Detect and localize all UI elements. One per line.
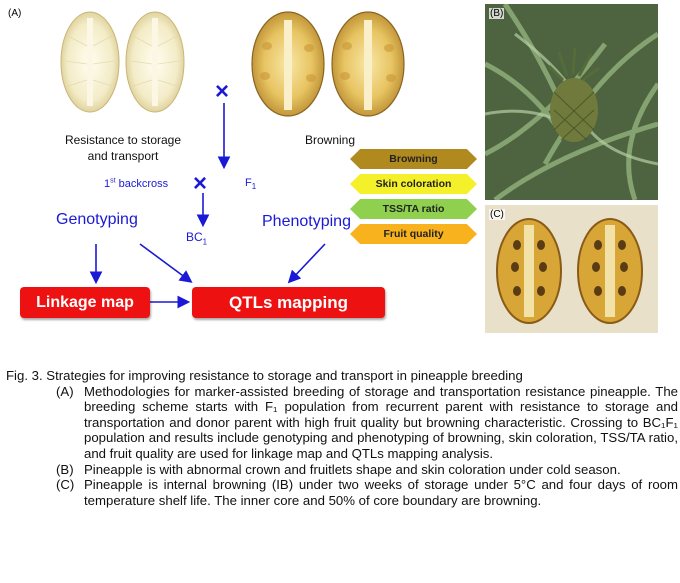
cross-symbol-backcross: ×	[193, 170, 208, 197]
bc1-label: BC1	[186, 230, 208, 247]
trait-fruit-quality: Fruit quality	[350, 224, 477, 244]
panel-b-label: (B)	[489, 8, 505, 19]
panel-a-label: (A)	[8, 8, 22, 19]
f1-label: F1	[245, 177, 257, 192]
cross-symbol-parents: ×	[215, 78, 230, 105]
figure-caption: Fig. 3. Strategies for improving resista…	[4, 368, 678, 508]
caption-text-c: Pineapple is internal browning (IB) unde…	[84, 477, 678, 508]
internal-browning-photo: (C)	[485, 205, 658, 333]
backcross-label: 1st backcross	[104, 177, 168, 190]
caption-key-c: (C)	[56, 477, 75, 493]
trait-skin-coloration: Skin coloration	[350, 174, 477, 194]
caption-item-b: (B) Pineapple is with abnormal crown and…	[4, 462, 678, 478]
phenotyping-label: Phenotyping	[262, 213, 351, 230]
linkage-map-box: Linkage map	[20, 287, 150, 318]
caption-text-b: Pineapple is with abnormal crown and fru…	[84, 461, 621, 477]
panel-c-label: (C)	[489, 209, 505, 220]
genotyping-label: Genotyping	[56, 211, 138, 228]
browning-pineapple-photo	[243, 6, 413, 122]
caption-text-a: Methodologies for marker-assisted breedi…	[84, 383, 678, 461]
caption-title: Fig. 3. Strategies for improving resista…	[6, 368, 523, 383]
caption-key-b: (B)	[56, 461, 74, 477]
pineapple-plant-photo: (B)	[485, 4, 658, 200]
resistance-label: Resistance to storage and transport	[64, 133, 182, 163]
browning-label: Browning	[304, 133, 356, 147]
caption-item-a: (A) Methodologies for marker-assisted br…	[4, 384, 678, 462]
caption-item-c: (C) Pineapple is internal browning (IB) …	[4, 477, 678, 508]
caption-key-a: (A)	[56, 383, 74, 399]
trait-browning: Browning	[350, 149, 477, 169]
resistant-pineapple-photo	[56, 6, 190, 116]
qtl-mapping-box: QTLs mapping	[192, 287, 385, 318]
backcross-text: 1st backcross	[104, 177, 169, 190]
trait-tss-ta-ratio: TSS/TA ratio	[350, 199, 477, 219]
